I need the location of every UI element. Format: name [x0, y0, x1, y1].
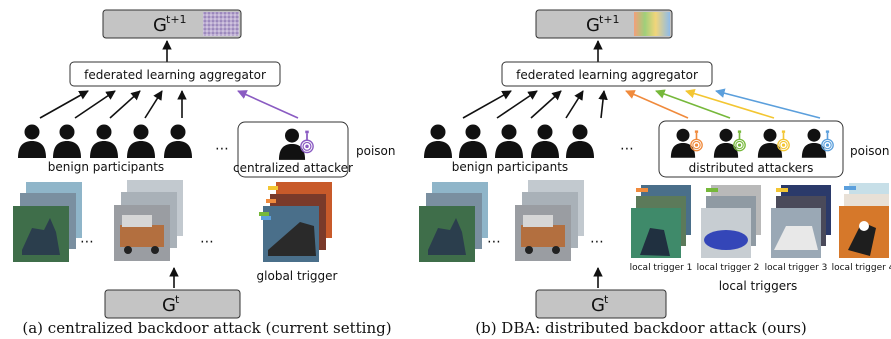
data-stack-2 — [515, 180, 584, 261]
aggregator-box — [501, 61, 713, 87]
model-top-superscript: t+1 — [599, 13, 620, 26]
local-trigger-stack-1 — [631, 185, 691, 258]
global-model-next-box: G t+1 — [102, 9, 242, 39]
panel-distributed: G t+1 federated learning aggregator ⋯ — [419, 9, 891, 337]
local-trigger-stack-3 — [771, 185, 831, 258]
benign-participants — [424, 124, 594, 158]
person-icon — [127, 124, 155, 158]
poison-label: poison — [356, 144, 396, 158]
attacker-upload-arrow — [237, 90, 299, 119]
person-icon — [495, 124, 523, 158]
aggregator-box — [69, 61, 281, 87]
ellipsis: ⋯ — [487, 234, 501, 250]
local-trigger-3-label: local trigger 3 — [765, 263, 828, 273]
person-icon — [164, 124, 192, 158]
model-top-superscript: t+1 — [166, 13, 187, 26]
ellipsis: ⋯ — [215, 141, 229, 157]
attackers-label: distributed attackers — [689, 161, 814, 175]
model-bottom-label: G — [162, 295, 176, 316]
person-icon — [53, 124, 81, 158]
caption-a: (a) centralized backdoor attack (current… — [22, 319, 391, 337]
ellipsis: ⋯ — [80, 234, 94, 250]
local-trigger-2-label: local trigger 2 — [697, 263, 760, 273]
local-triggers-label: local triggers — [719, 279, 798, 293]
model-bottom-superscript: t — [175, 293, 180, 306]
global-model-box — [535, 289, 667, 319]
aggregator-label: federated learning aggregator — [84, 68, 266, 82]
local-trigger-4-label: local trigger 4 — [832, 263, 891, 273]
model-bottom-superscript: t — [604, 293, 609, 306]
benign-participants-label: benign participants — [452, 160, 568, 174]
data-stack-1 — [419, 182, 488, 262]
attacker-label: centralized attacker — [233, 161, 353, 175]
benign-participants-label: benign participants — [48, 160, 164, 174]
benign-participants — [18, 124, 192, 158]
caption-b: (b) DBA: distributed backdoor attack (ou… — [475, 319, 807, 337]
person-icon — [18, 124, 46, 158]
global-model-next-box: G t+1 — [535, 9, 673, 39]
global-trigger-label: global trigger — [257, 269, 338, 283]
attackers-box — [658, 120, 844, 178]
person-icon — [531, 124, 559, 158]
benign-upload-arrows — [462, 90, 608, 119]
model-top-label: G — [153, 15, 167, 36]
benign-upload-arrows — [39, 90, 187, 119]
ellipsis: ⋯ — [620, 141, 634, 157]
ellipsis: ⋯ — [590, 234, 604, 250]
global-model-box — [104, 289, 241, 319]
attacker-upload-arrows — [625, 88, 821, 119]
person-icon — [566, 124, 594, 158]
data-stack-1 — [13, 182, 82, 262]
person-icon — [90, 124, 118, 158]
model-top-label: G — [586, 15, 600, 36]
poisoned-data-stack — [259, 182, 332, 262]
data-stack-2 — [114, 180, 183, 261]
local-trigger-1-label: local trigger 1 — [630, 263, 693, 273]
model-bottom-label: G — [591, 295, 605, 316]
panel-centralized: G t+1 federated learning aggregator ⋯ be… — [13, 9, 396, 337]
poison-label: poison — [850, 144, 890, 158]
local-trigger-stack-4 — [839, 183, 889, 258]
person-icon — [459, 124, 487, 158]
person-icon — [424, 124, 452, 158]
ellipsis: ⋯ — [200, 234, 214, 250]
aggregator-label: federated learning aggregator — [516, 68, 698, 82]
local-trigger-stack-2 — [701, 185, 761, 258]
